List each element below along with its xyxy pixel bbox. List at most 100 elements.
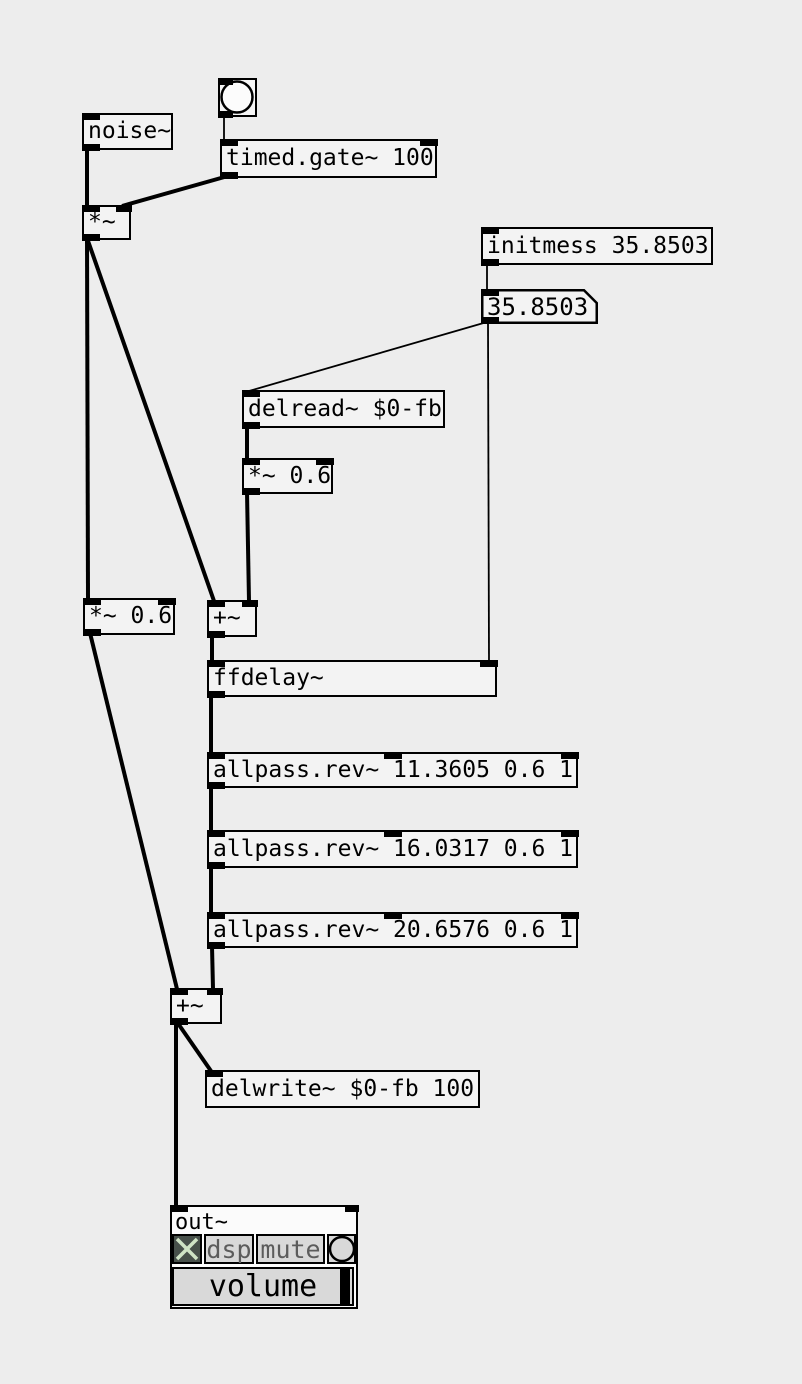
object-mul-signal-label: *~ [88,209,116,235]
number-atom-delay-time[interactable]: 35.8503 [481,289,598,324]
outlet [81,143,100,151]
inlet [560,829,579,837]
inlet [204,1069,223,1077]
object-noise-label: noise~ [88,118,172,144]
inlet [206,829,225,837]
object-initmess: initmess 35.8503 [480,226,713,266]
inlet [219,138,238,146]
volume-slider[interactable]: volume [172,1267,354,1306]
inlet [169,1204,188,1212]
object-mul-feedback: *~ 0.6 [241,457,334,495]
out-toggle[interactable] [172,1234,202,1264]
object-timed-gate: timed.gate~ 100 [219,138,438,179]
outlet [82,628,101,636]
object-noise: noise~ [81,112,173,151]
object-add-mix: +~ [169,987,223,1025]
inlet [217,77,233,85]
object-allpass1: allpass.rev~ 11.3605 0.6 1 [206,751,579,789]
cord-add2-to-delwrite [175,1020,213,1073]
object-timed-gate-label: timed.gate~ 100 [226,145,434,171]
volume-slider-knob[interactable] [340,1269,350,1304]
outlet [481,317,499,324]
object-ffdelay: ffdelay~ [206,659,498,698]
out-bang[interactable] [327,1234,356,1264]
control-cords [223,115,490,662]
dsp-button[interactable]: dsp [204,1234,254,1264]
inlet [479,659,498,667]
object-delread: delread~ $0-fb [241,389,445,429]
outlet [219,171,238,179]
object-initmess-label: initmess 35.8503 [487,232,709,259]
outlet [241,421,260,429]
inlet [206,659,225,667]
inlet [480,226,499,234]
inlet [81,112,100,120]
outlet [217,110,233,118]
inlet [241,599,258,607]
inlet [241,457,260,465]
object-mul-dry: *~ 0.6 [82,597,176,636]
object-mul-feedback-label: *~ 0.6 [248,462,332,489]
cord-atom-to-delread [248,321,488,392]
inlet [206,751,225,759]
outlet [206,861,225,869]
object-mul-signal: *~ [81,204,132,241]
object-add-predelay-label: +~ [213,605,241,631]
cord-allpass3-to-add2 [210,945,215,990]
object-delwrite: delwrite~ $0-fb 100 [204,1069,480,1108]
cord-mul-to-muldry [85,237,90,600]
volume-slider-label: volume [208,1269,318,1304]
outlet [206,630,225,638]
cord-gate-to-mul [121,174,229,208]
bang-circle-icon [220,80,254,114]
object-add-predelay: +~ [206,599,258,638]
mute-button-label: mute [260,1234,321,1264]
inlet [560,751,579,759]
object-add-mix-label: +~ [176,992,204,1019]
object-allpass2-label: allpass.rev~ 16.0317 0.6 1 [213,835,574,862]
inlet [206,987,223,995]
outlet [206,690,225,698]
inlet [481,289,499,296]
inlet [560,911,579,919]
object-ffdelay-label: ffdelay~ [213,665,324,691]
inlet [383,751,402,759]
cord-mulfb-to-add1 [245,491,251,602]
inlet [82,597,101,605]
outlet [480,258,499,266]
inlet [81,204,100,212]
object-allpass3: allpass.rev~ 20.6576 0.6 1 [206,911,579,949]
inlet [383,911,402,919]
inlet [206,599,225,607]
object-allpass3-label: allpass.rev~ 20.6576 0.6 1 [213,916,574,943]
object-mul-dry-label: *~ 0.6 [89,603,173,629]
cord-atom-to-ffdelay [487,321,490,662]
out-label: out~ [175,1210,228,1235]
object-out-abstraction: out~ dsp mute volume [169,1204,359,1309]
object-allpass1-label: allpass.rev~ 11.3605 0.6 1 [213,756,574,783]
outlet [169,1017,188,1025]
object-delwrite-label: delwrite~ $0-fb 100 [211,1075,475,1102]
toggle-x-icon [175,1237,199,1261]
outlet [206,781,225,789]
cord-muldry-to-add2 [88,632,179,990]
outlet [206,941,225,949]
inlet [241,389,260,397]
bang-button[interactable] [217,77,257,118]
dsp-button-label: dsp [206,1234,252,1264]
object-delread-label: delread~ $0-fb [248,395,442,422]
outlet [241,487,260,495]
inlet [315,457,334,465]
object-allpass2: allpass.rev~ 16.0317 0.6 1 [206,829,579,869]
out-bang-circle-icon [329,1236,354,1262]
inlet [157,597,176,605]
inlet [115,204,132,212]
mute-button[interactable]: mute [256,1234,325,1264]
outlet [81,233,100,241]
inlet [383,829,402,837]
inlet [169,987,188,995]
inlet [344,1204,359,1212]
number-atom-value: 35.8503 [487,293,589,321]
